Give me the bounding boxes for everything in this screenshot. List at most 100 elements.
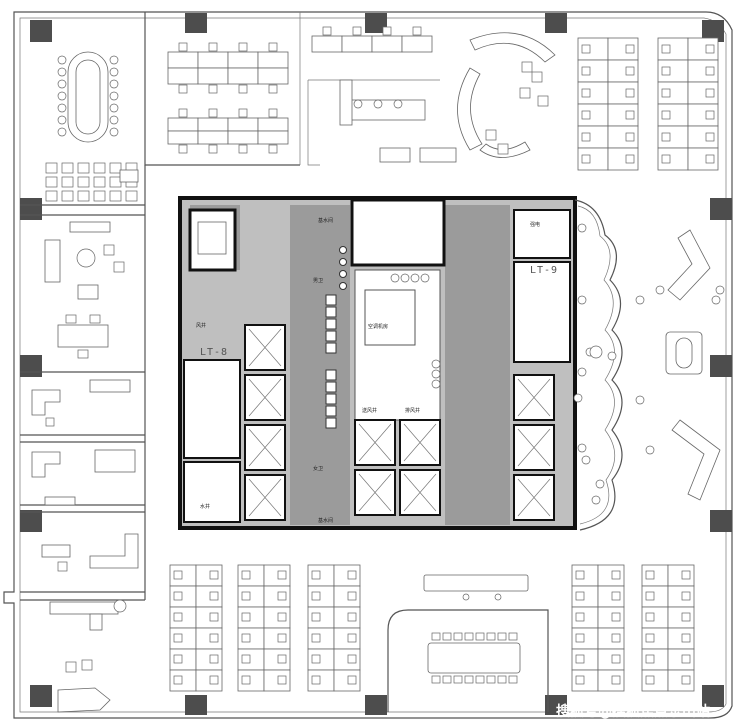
chair <box>57 127 67 137</box>
watermark-text: 搜狐号@搜狐焦点乐山站 <box>556 703 710 720</box>
chair <box>581 88 591 98</box>
chair <box>109 55 119 65</box>
chair <box>705 154 715 164</box>
sink <box>339 258 347 266</box>
chair <box>109 79 119 89</box>
chair <box>661 132 671 142</box>
desk <box>401 35 433 53</box>
desk <box>597 669 625 692</box>
side-table <box>119 169 139 183</box>
round-table <box>589 345 603 359</box>
stool <box>577 367 587 377</box>
lounge-chair <box>93 162 106 174</box>
desk <box>195 669 223 692</box>
desk <box>167 67 199 85</box>
chair <box>109 67 119 77</box>
chair <box>382 26 392 36</box>
chair <box>347 633 357 643</box>
chair <box>645 591 655 601</box>
lounge-chair <box>109 176 122 188</box>
lounge-chair <box>61 190 74 202</box>
chair <box>575 570 585 580</box>
desk <box>311 35 343 53</box>
stool <box>577 223 587 233</box>
chair <box>453 675 463 684</box>
chair <box>475 632 485 641</box>
chair <box>645 570 655 580</box>
chair <box>464 675 474 684</box>
chair <box>178 84 188 94</box>
elevator-label-lt8: LT-8 <box>200 347 228 358</box>
desk <box>197 130 229 145</box>
chair <box>277 612 287 622</box>
chair <box>173 591 183 601</box>
chair <box>241 654 251 664</box>
desk <box>167 51 199 69</box>
lounge-chair <box>45 162 58 174</box>
toilet-stall <box>325 306 337 318</box>
lounge-chair <box>109 190 122 202</box>
chair <box>645 612 655 622</box>
lounge-chair <box>77 176 90 188</box>
desk <box>227 67 259 85</box>
chair <box>268 108 278 118</box>
chair <box>661 88 671 98</box>
core-labels: LT-8 LT-9 基水间 基水间 男卫 女卫 空调机房 送风井 排风井 风井 … <box>196 217 557 524</box>
right-top-workstations <box>577 37 719 171</box>
lounge-chair <box>77 190 90 202</box>
equipment <box>364 289 416 346</box>
chair <box>581 66 591 76</box>
reception-desk <box>457 32 556 158</box>
chair <box>611 654 621 664</box>
chair <box>681 570 691 580</box>
pipe <box>390 273 400 283</box>
chair <box>705 66 715 76</box>
chair <box>442 632 452 641</box>
chair <box>209 591 219 601</box>
toilet-stall <box>325 369 337 381</box>
chair <box>681 612 691 622</box>
chair <box>497 632 507 641</box>
lounge-chair <box>93 176 106 188</box>
toilet-stall <box>325 318 337 330</box>
desk <box>197 67 229 85</box>
chair <box>661 154 671 164</box>
chair <box>453 632 463 641</box>
chair <box>311 675 321 685</box>
chair <box>625 66 635 76</box>
chair <box>681 654 691 664</box>
label-strong-room: 强电 <box>530 221 540 228</box>
left-partitions <box>20 12 440 601</box>
chair <box>109 127 119 137</box>
chair <box>109 115 119 125</box>
chair <box>109 103 119 113</box>
chair <box>208 84 218 94</box>
chair <box>277 591 287 601</box>
top-workstations <box>167 26 433 154</box>
stool <box>581 455 591 465</box>
lounge-chair <box>77 162 90 174</box>
desk <box>607 147 639 171</box>
chair <box>241 612 251 622</box>
chair <box>209 675 219 685</box>
label-fresh-air: 送风井 <box>362 407 377 414</box>
lounge-chair <box>109 162 122 174</box>
lounge-chair <box>93 190 106 202</box>
private-offices <box>31 221 139 713</box>
chair <box>347 570 357 580</box>
desk <box>341 35 373 53</box>
chair <box>57 91 67 101</box>
lounge-chair <box>45 176 58 188</box>
toilet-stall <box>325 381 337 393</box>
chair <box>575 591 585 601</box>
chair <box>311 654 321 664</box>
chair <box>486 675 496 684</box>
stool <box>591 495 601 505</box>
chair <box>57 115 67 125</box>
chair <box>681 633 691 643</box>
chair <box>173 633 183 643</box>
chair <box>412 26 422 36</box>
chair <box>173 570 183 580</box>
chair <box>645 633 655 643</box>
stool <box>577 295 587 305</box>
